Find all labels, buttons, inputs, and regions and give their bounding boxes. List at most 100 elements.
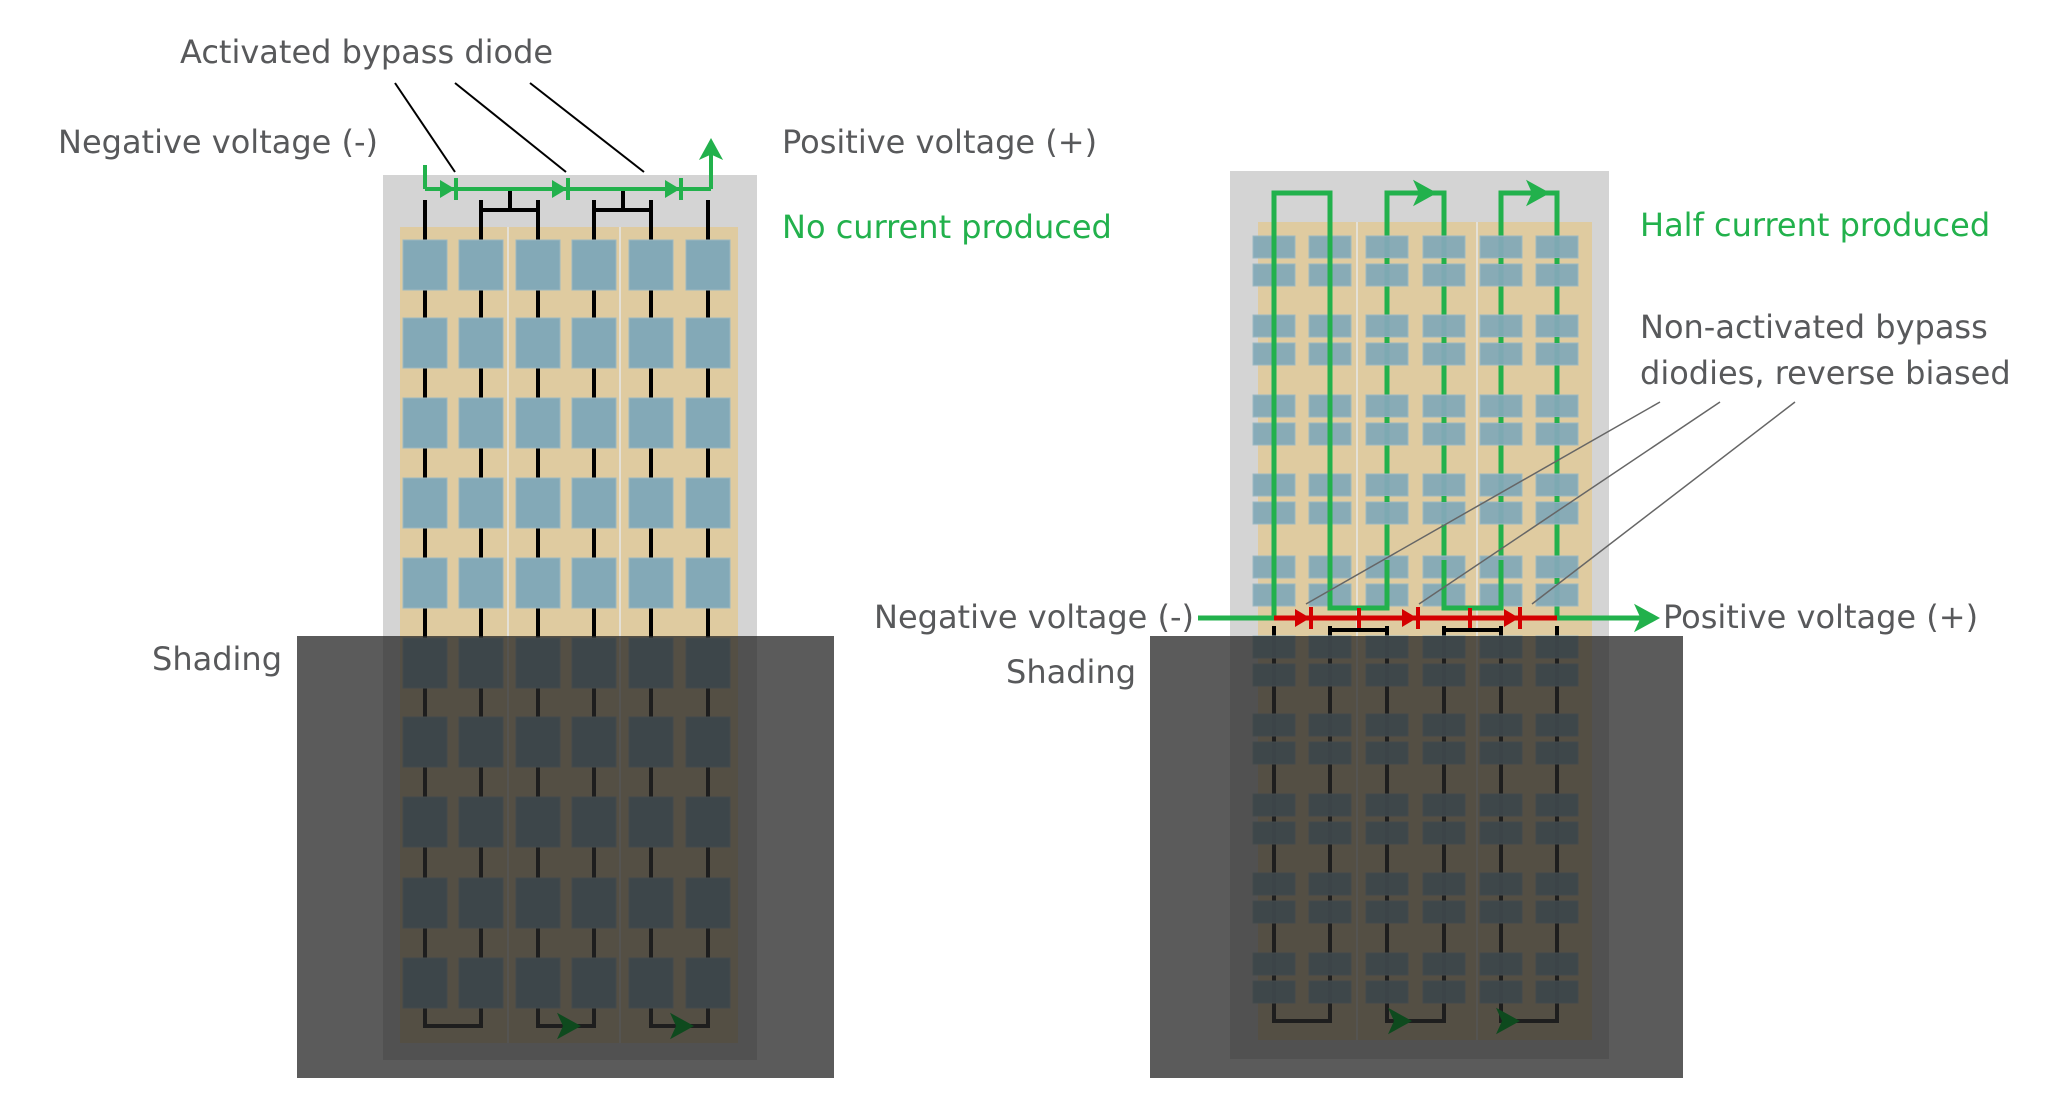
- reverse-biased-bypass-diode: [1295, 607, 1313, 629]
- diode-triangle-icon: [552, 180, 567, 198]
- diode-triangle-icon: [440, 180, 455, 198]
- diode-triangle-icon: [665, 180, 680, 198]
- reverse-biased-bypass-diode: [1504, 607, 1522, 629]
- half-cell: [1535, 555, 1579, 579]
- shaded-current-arrow-icon: [1496, 1007, 1520, 1035]
- callout-leader-line: [529, 82, 645, 173]
- reverse-biased-bypass-diode: [1402, 607, 1420, 629]
- solar-cell: [685, 239, 731, 291]
- half-cell: [1365, 342, 1409, 366]
- solar-cell: [628, 557, 674, 609]
- solar-cell: [458, 317, 504, 369]
- solar-cell: [685, 477, 731, 529]
- current-path-overlay: [1330, 560, 1390, 611]
- solar-cell: [458, 397, 504, 449]
- positive-arrow-icon: [1634, 603, 1660, 633]
- solar-cell: [628, 239, 674, 291]
- solar-cell: [402, 477, 448, 529]
- shading-overlay: [1150, 636, 1683, 1078]
- non-activated-diodes-label-line1: Non-activated bypass: [1640, 308, 1988, 346]
- half-cell: [1365, 235, 1409, 259]
- activated-bypass-diode: [552, 178, 570, 200]
- half-cell: [1422, 342, 1466, 366]
- callout-leader-line: [394, 82, 456, 173]
- solar-cell: [571, 239, 617, 291]
- half-cell: [1479, 501, 1523, 525]
- half-cell: [1422, 422, 1466, 446]
- half-cell: [1365, 473, 1409, 497]
- half-cell: [1422, 501, 1466, 525]
- current-arrow-icon: [1413, 179, 1437, 207]
- half-cell: [1422, 263, 1466, 287]
- solar-cell: [458, 477, 504, 529]
- diode-triangle-icon: [1402, 609, 1417, 627]
- diode-triangle-icon: [1295, 609, 1310, 627]
- half-cell: [1422, 235, 1466, 259]
- solar-cell: [515, 239, 561, 291]
- callout-leader-line: [1305, 401, 1661, 605]
- solar-cell: [515, 557, 561, 609]
- no-current-status-label: No current produced: [782, 208, 1112, 246]
- solar-cell: [571, 397, 617, 449]
- shading-overlay: [297, 636, 834, 1078]
- solar-cell: [402, 557, 448, 609]
- half-cell: [1535, 583, 1579, 607]
- half-cell: [1422, 314, 1466, 338]
- solar-cell: [458, 557, 504, 609]
- shaded-current-arrow-icon: [670, 1012, 694, 1040]
- half-cell: [1535, 314, 1579, 338]
- half-cell: [1535, 342, 1579, 366]
- half-cell: [1365, 263, 1409, 287]
- half-cell: [1535, 422, 1579, 446]
- solar-cell: [515, 397, 561, 449]
- solar-cell: [571, 557, 617, 609]
- right-negative-voltage-label: Negative voltage (-): [874, 598, 1194, 636]
- solar-cell: [515, 317, 561, 369]
- solar-cell: [402, 397, 448, 449]
- solar-cell: [628, 477, 674, 529]
- diode-triangle-icon: [1504, 609, 1519, 627]
- half-cell: [1479, 394, 1523, 418]
- activated-bypass-diode: [440, 178, 458, 200]
- right-positive-voltage-label: Positive voltage (+): [1663, 598, 1978, 636]
- solar-cell: [571, 477, 617, 529]
- half-cell: [1535, 394, 1579, 418]
- solar-cell: [628, 397, 674, 449]
- right-shading-label: Shading: [1006, 653, 1136, 691]
- half-cell: [1479, 342, 1523, 366]
- half-cell: [1365, 394, 1409, 418]
- solar-cell: [402, 239, 448, 291]
- callout-leader-line: [454, 82, 567, 173]
- activated-bypass-diode-label: Activated bypass diode: [180, 33, 553, 71]
- left-panel-fully-shaded-string: [297, 82, 834, 1078]
- half-cell: [1479, 422, 1523, 446]
- half-cell: [1535, 473, 1579, 497]
- shaded-current-arrow-icon: [1388, 1007, 1412, 1035]
- solar-cell: [458, 239, 504, 291]
- half-cell: [1479, 314, 1523, 338]
- half-cell: [1365, 501, 1409, 525]
- solar-cell: [515, 477, 561, 529]
- current-path-substring-2: [1384, 190, 1447, 560]
- non-activated-diodes-label-line2: diodies, reverse biased: [1640, 354, 2011, 392]
- solar-cell: [628, 317, 674, 369]
- half-cell: [1535, 263, 1579, 287]
- current-arrow-icon: [1526, 179, 1550, 207]
- activated-bypass-diode: [665, 178, 683, 200]
- half-cell: [1479, 235, 1523, 259]
- half-cell: [1365, 314, 1409, 338]
- half-cell: [1479, 263, 1523, 287]
- half-current-status-label: Half current produced: [1640, 206, 1990, 244]
- solar-cell: [685, 557, 731, 609]
- solar-cell: [402, 317, 448, 369]
- solar-cell: [685, 317, 731, 369]
- left-negative-voltage-label: Negative voltage (-): [58, 123, 378, 161]
- half-cell: [1535, 235, 1579, 259]
- half-cell: [1422, 473, 1466, 497]
- current-path-overlay: [1441, 560, 1504, 611]
- left-shading-label: Shading: [152, 640, 282, 678]
- shaded-current-arrow-icon: [557, 1012, 581, 1040]
- callout-leader-line: [1531, 401, 1796, 605]
- solar-cell: [571, 317, 617, 369]
